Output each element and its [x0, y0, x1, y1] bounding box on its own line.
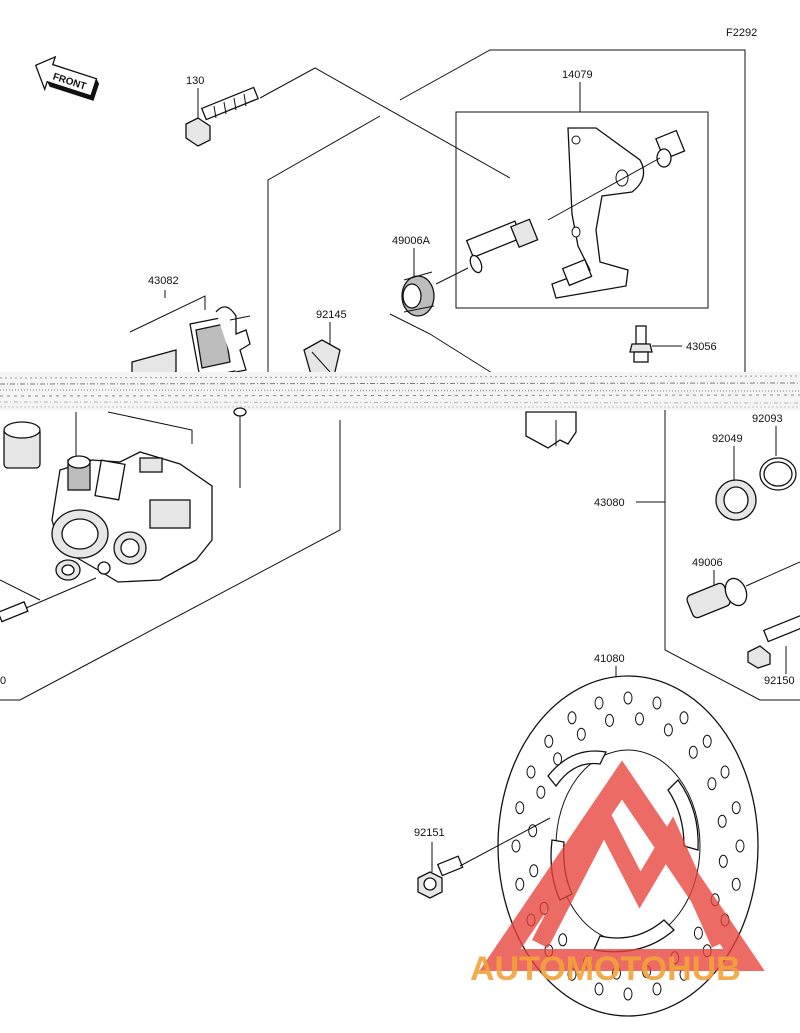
bolt-92151-axis [459, 817, 551, 867]
disc-hole [594, 982, 604, 996]
label-92145: 92145 [316, 309, 347, 321]
caliper-outline-bottom [0, 420, 341, 701]
seal-92093[interactable] [759, 457, 797, 491]
disc-hole [511, 839, 521, 853]
disc-hole [718, 854, 728, 868]
scan-tear-band [0, 372, 800, 410]
disc-hole [558, 933, 568, 947]
disc-hole [707, 777, 717, 791]
label-92151: 92151 [414, 827, 445, 839]
disc-hole [623, 987, 633, 1001]
disc-hole [679, 711, 689, 725]
group-outline-left [267, 115, 381, 380]
disc-hole [529, 864, 539, 878]
caliper-pin-axis [25, 577, 97, 609]
bleeder-valve-43056[interactable] [629, 325, 653, 363]
outline-left-stub [0, 579, 41, 601]
disc-hole [652, 696, 662, 710]
disc-hole [515, 801, 525, 815]
label-43082: 43082 [148, 275, 179, 287]
disc-hole [594, 696, 604, 710]
pad-link [229, 315, 251, 321]
disc-hole [702, 734, 712, 748]
disc-hole [731, 801, 741, 815]
disc-hole [688, 745, 698, 759]
label-43056: 43056 [686, 341, 717, 353]
disc-hole [717, 814, 727, 828]
disc-hole [536, 785, 546, 799]
disc-hole [731, 877, 741, 891]
label-14079: 14079 [562, 69, 593, 81]
caliper-pin-hole [233, 407, 247, 417]
bolt-130[interactable] [185, 86, 260, 147]
disc-hole [663, 723, 673, 737]
disc-hole [720, 765, 730, 779]
disc-hole [605, 713, 614, 727]
boot-49006-axis [745, 561, 800, 587]
label-92150: 92150 [764, 675, 795, 687]
disc-hole [515, 877, 525, 891]
caliper-washer[interactable] [55, 559, 81, 581]
piston[interactable] [3, 421, 41, 469]
disc-hole [576, 727, 586, 741]
label-92049: 92049 [712, 433, 743, 445]
bracket-box [455, 111, 709, 309]
boot-49006[interactable] [686, 575, 751, 619]
bolt-130-axis [259, 67, 511, 179]
figure-code: F2292 [726, 27, 757, 39]
boot-49006a[interactable] [401, 271, 435, 317]
label-0: 0 [0, 675, 6, 687]
disc-hole [528, 824, 538, 838]
disc-hole [544, 734, 554, 748]
boot-outline [389, 313, 501, 379]
label-92093: 92093 [752, 413, 783, 425]
label-43080: 43080 [594, 497, 625, 509]
pin-49006a[interactable] [465, 218, 539, 274]
watermark-text: AUTOMOTOHUB [470, 950, 741, 988]
disc-hole [652, 982, 662, 996]
disc-hole [623, 691, 633, 705]
front-direction-arrow: FRONT [34, 55, 100, 101]
disc-hole [635, 712, 644, 726]
caliper-bracket-14079[interactable] [551, 127, 686, 299]
caliper-group-outline [664, 420, 800, 701]
label-130: 130 [186, 75, 204, 87]
boot-axis [435, 267, 469, 285]
caliper-body[interactable] [51, 451, 213, 583]
caliper-pin-left[interactable] [0, 601, 29, 623]
disc-hole [693, 926, 703, 940]
disc-hole [553, 752, 563, 766]
disc-hole [526, 765, 536, 779]
bolt-92151[interactable] [417, 855, 464, 899]
bolt-92150[interactable] [747, 614, 800, 669]
pad-box-bottom [107, 411, 193, 444]
label-49006: 49006 [692, 557, 723, 569]
bracket-lower-tab[interactable] [525, 411, 577, 449]
pad-box-top [129, 295, 206, 333]
watermark-logo [479, 760, 765, 971]
group-outline-top [399, 49, 746, 380]
disc-hole [567, 711, 577, 725]
label-41080: 41080 [594, 653, 625, 665]
label-49006a: 49006A [392, 235, 431, 247]
seal-92049[interactable] [715, 479, 757, 521]
bracket-axis [547, 157, 661, 221]
disc-hole [735, 839, 745, 853]
